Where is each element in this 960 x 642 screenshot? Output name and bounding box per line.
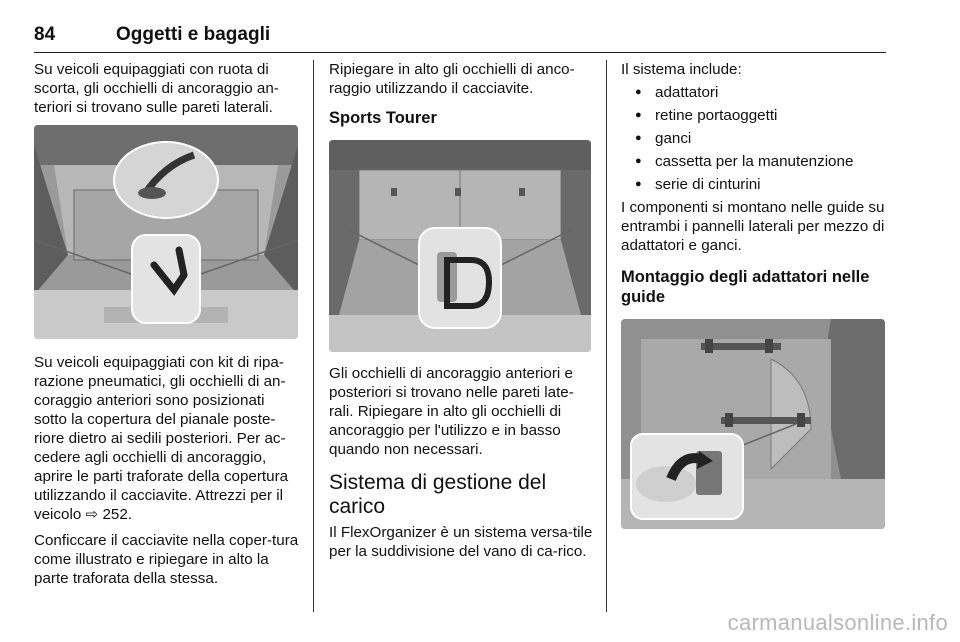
list-item: ganci xyxy=(621,129,887,148)
page-title: Oggetti e bagagli xyxy=(116,24,271,45)
paragraph: Ripiegare in alto gli occhielli di anco-… xyxy=(329,61,575,97)
paragraph: Conficcare il cacciavite nella coper-tur… xyxy=(34,532,299,587)
trunk-anchor-figure xyxy=(34,125,298,339)
sports-tourer-figure xyxy=(329,140,591,352)
list-item: serie di cinturini xyxy=(621,175,887,194)
page-number: 84 xyxy=(34,24,56,45)
column-divider xyxy=(313,60,315,612)
column-2: Ripiegare in alto gli occhielli di anco-… xyxy=(329,60,593,568)
paragraph: Su veicoli equipaggiati con kit di ripa-… xyxy=(34,354,289,523)
page-ref[interactable]: 252. xyxy=(102,506,133,523)
page-header: 84 Oggetti e bagagli xyxy=(34,22,886,53)
paragraph: Su veicoli equipaggiati con ruota di sco… xyxy=(34,61,279,116)
paragraph: I componenti si montano nelle guide su e… xyxy=(621,199,885,254)
column-1: Su veicoli equipaggiati con ruota di sco… xyxy=(34,60,300,595)
list-item: retine portaoggetti xyxy=(621,106,887,125)
list-item: cassetta per la manutenzione xyxy=(621,152,887,171)
section-heading: Montaggio degli adattatori nelle guide xyxy=(621,268,870,306)
paragraph: Il sistema include: xyxy=(621,61,742,78)
column-divider xyxy=(606,60,608,612)
paragraph: Gli occhielli di ancoraggio anteriori e … xyxy=(329,365,574,458)
section-heading: Sports Tourer xyxy=(329,109,437,127)
component-list: adattatori retine portaoggetti ganci cas… xyxy=(621,83,887,194)
column-3: Il sistema include: adattatori retine po… xyxy=(621,60,887,529)
section-title: Sistema di gestione del carico xyxy=(329,471,547,518)
list-item: adattatori xyxy=(621,83,887,102)
rail-adapter-figure xyxy=(621,319,885,529)
watermark: carmanualsonline.info xyxy=(727,610,948,635)
paragraph: Il FlexOrganizer è un sistema versa-tile… xyxy=(329,524,593,560)
page-ref-icon: ⇨ xyxy=(85,506,99,523)
